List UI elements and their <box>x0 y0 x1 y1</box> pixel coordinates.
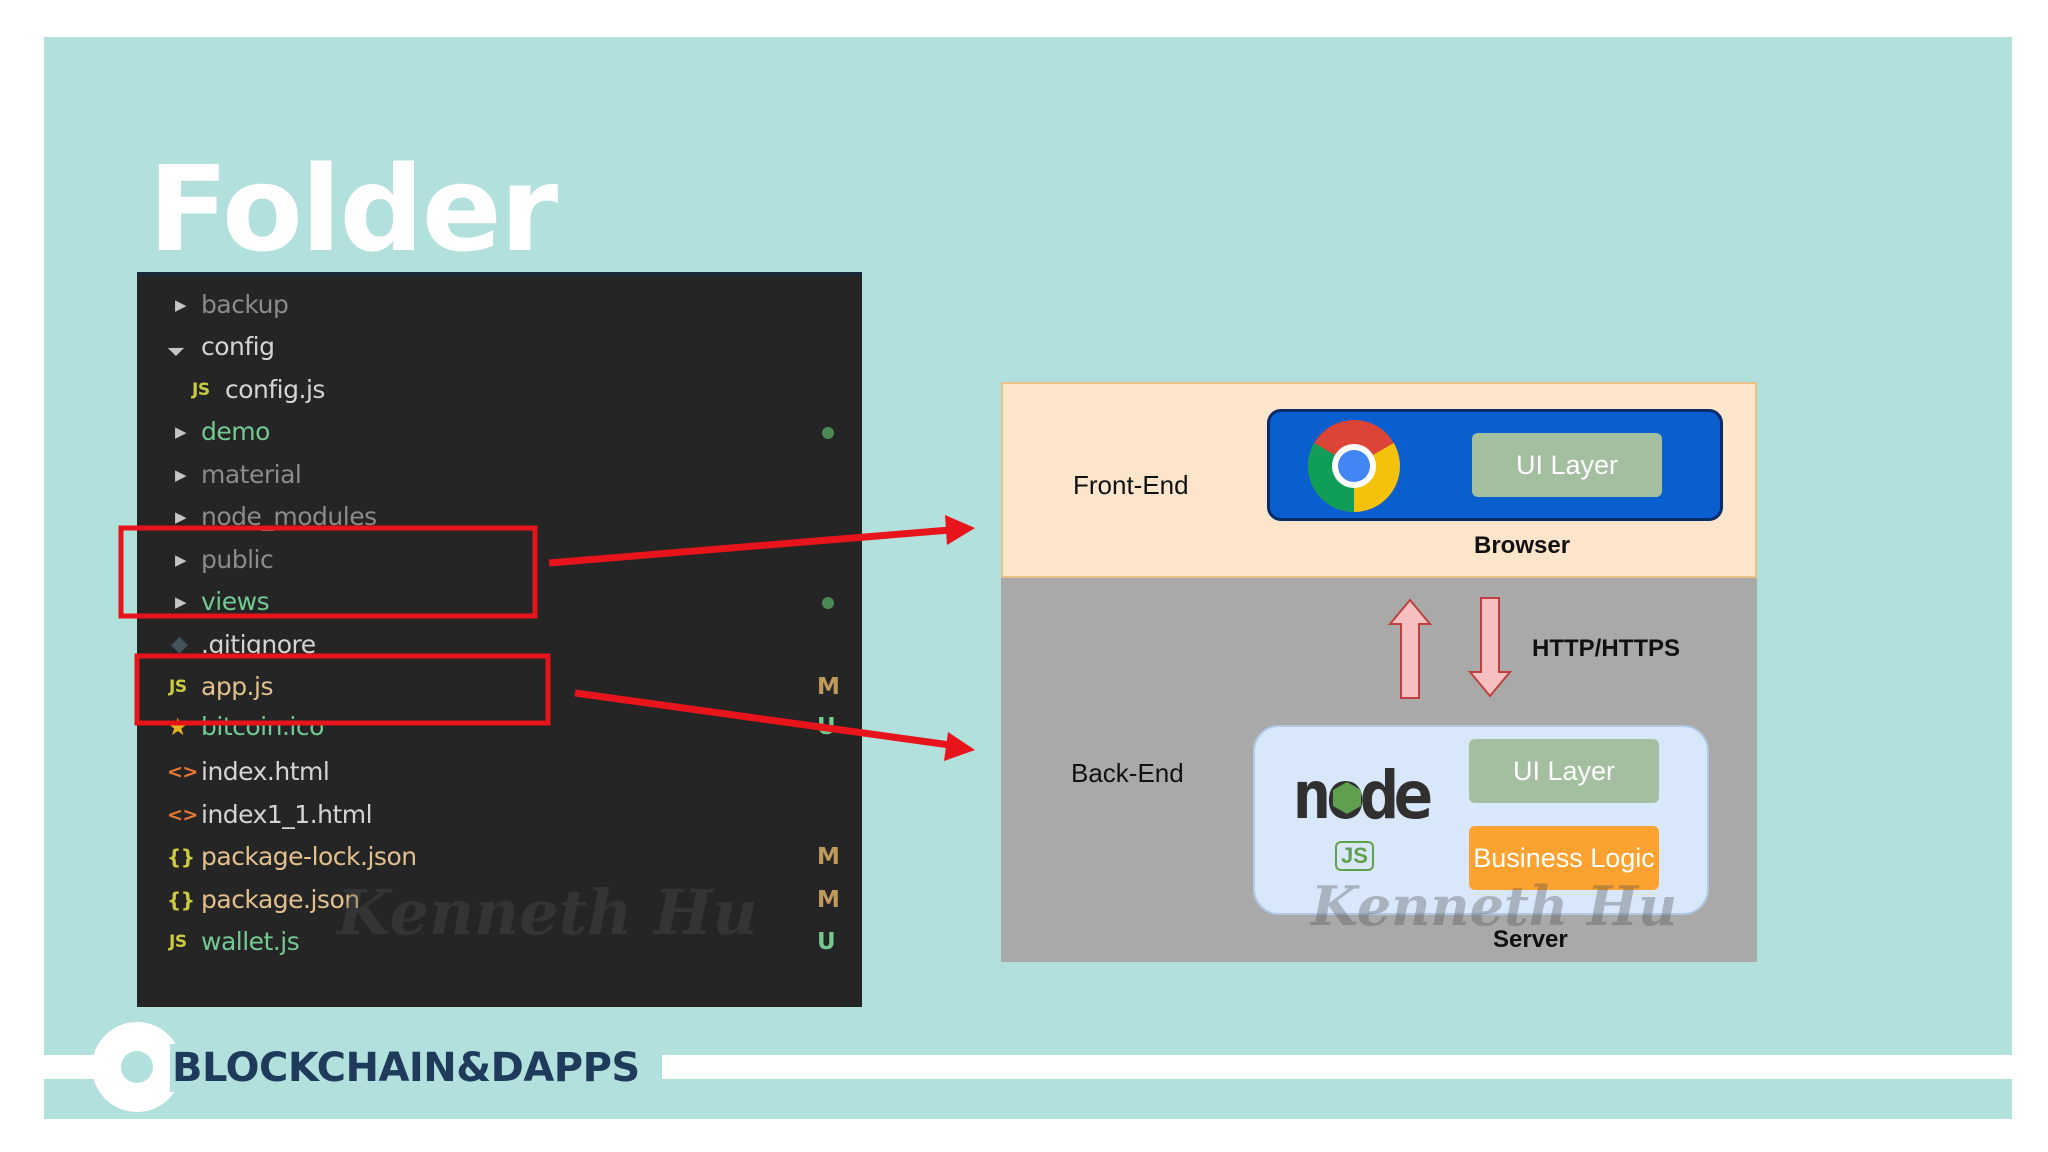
tree-item-app-js[interactable]: JS app.js M <box>137 666 862 708</box>
star-icon: ★ <box>167 713 189 736</box>
git-status-badge: M <box>817 844 840 870</box>
nodejs-logo-icon: node JS <box>1287 747 1433 877</box>
git-file-icon: ◆ <box>171 632 188 657</box>
collapsed-chevron-icon: ▶ <box>175 296 187 314</box>
tree-item-wallet-js[interactable]: JS wallet.js U <box>137 921 862 963</box>
browser-box: UI Layer <box>1267 409 1723 521</box>
server-caption: Server <box>1493 926 1568 953</box>
watermark: Kenneth Hu <box>1311 874 1678 938</box>
tree-item-config-js[interactable]: JS config.js <box>137 369 862 411</box>
tree-item-views[interactable]: ▶ views <box>137 581 862 623</box>
tree-item-index-html[interactable]: <> index.html <box>137 751 862 793</box>
git-status-badge: U <box>817 929 836 955</box>
protocol-label: HTTP/HTTPS <box>1532 635 1680 662</box>
expanded-chevron-icon: ◢ <box>166 336 187 358</box>
chrome-logo-icon <box>1308 420 1400 512</box>
html-file-icon: <> <box>167 761 198 783</box>
collapsed-chevron-icon: ▶ <box>175 423 187 441</box>
backend-label: Back-End <box>1071 758 1184 788</box>
server-ui-layer: UI Layer <box>1469 739 1659 803</box>
tree-item-config[interactable]: ◢ config <box>137 326 862 368</box>
collapsed-chevron-icon: ▶ <box>175 508 187 526</box>
git-status-badge: M <box>817 674 840 700</box>
javascript-file-icon: JS <box>169 677 187 697</box>
javascript-file-icon: JS <box>192 380 210 400</box>
git-status-badge: M <box>817 887 840 913</box>
tree-item-material[interactable]: ▶ material <box>137 454 862 496</box>
collapsed-chevron-icon: ▶ <box>175 593 187 611</box>
javascript-file-icon: JS <box>169 932 187 952</box>
file-explorer: ▶ backup ◢ config JS config.js ▶ demo ▶ … <box>137 272 862 1007</box>
tree-item-bitcoin-ico[interactable]: ★ bitcoin.ico U <box>137 706 862 736</box>
tree-item-index1-1-html[interactable]: <> index1_1.html <box>137 794 862 836</box>
frontend-label: Front-End <box>1073 470 1189 500</box>
json-file-icon: {} <box>167 888 195 912</box>
tree-item-backup[interactable]: ▶ backup <box>137 284 862 326</box>
html-file-icon: <> <box>167 804 198 826</box>
browser-ui-layer: UI Layer <box>1472 433 1662 497</box>
tree-item-package-json[interactable]: {} package.json M <box>137 879 862 921</box>
footer-brand: BLOCKCHAIN&DAPPS <box>170 1044 662 1092</box>
frontend-section: Front-End UI Layer Browser <box>1001 382 1757 578</box>
slide-title: Folder <box>148 140 558 278</box>
footer-circle-icon <box>92 1022 182 1112</box>
tree-item-package-lock-json[interactable]: {} package-lock.json M <box>137 836 862 878</box>
git-status-badge: U <box>817 714 836 736</box>
tree-item-demo[interactable]: ▶ demo <box>137 411 862 453</box>
modified-dot-icon <box>822 427 834 439</box>
modified-dot-icon <box>822 597 834 609</box>
business-logic: Business Logic <box>1469 826 1659 890</box>
server-box: node JS UI Layer Business Logic <box>1253 725 1709 915</box>
collapsed-chevron-icon: ▶ <box>175 551 187 569</box>
watermark: Kenneth Hu <box>337 876 758 949</box>
up-arrow-icon <box>1387 598 1433 699</box>
architecture-diagram: Front-End UI Layer Browser HTTP/HTTPS Ba… <box>1001 382 1757 962</box>
collapsed-chevron-icon: ▶ <box>175 466 187 484</box>
down-arrow-icon <box>1467 597 1513 698</box>
tree-item-node-modules[interactable]: ▶ node_modules <box>137 496 862 538</box>
browser-caption: Browser <box>1474 532 1571 559</box>
json-file-icon: {} <box>167 845 195 869</box>
tree-item-gitignore[interactable]: ◆ .gitignore <box>137 624 862 666</box>
http-arrows <box>1387 597 1513 699</box>
tree-item-public[interactable]: ▶ public <box>137 539 862 581</box>
